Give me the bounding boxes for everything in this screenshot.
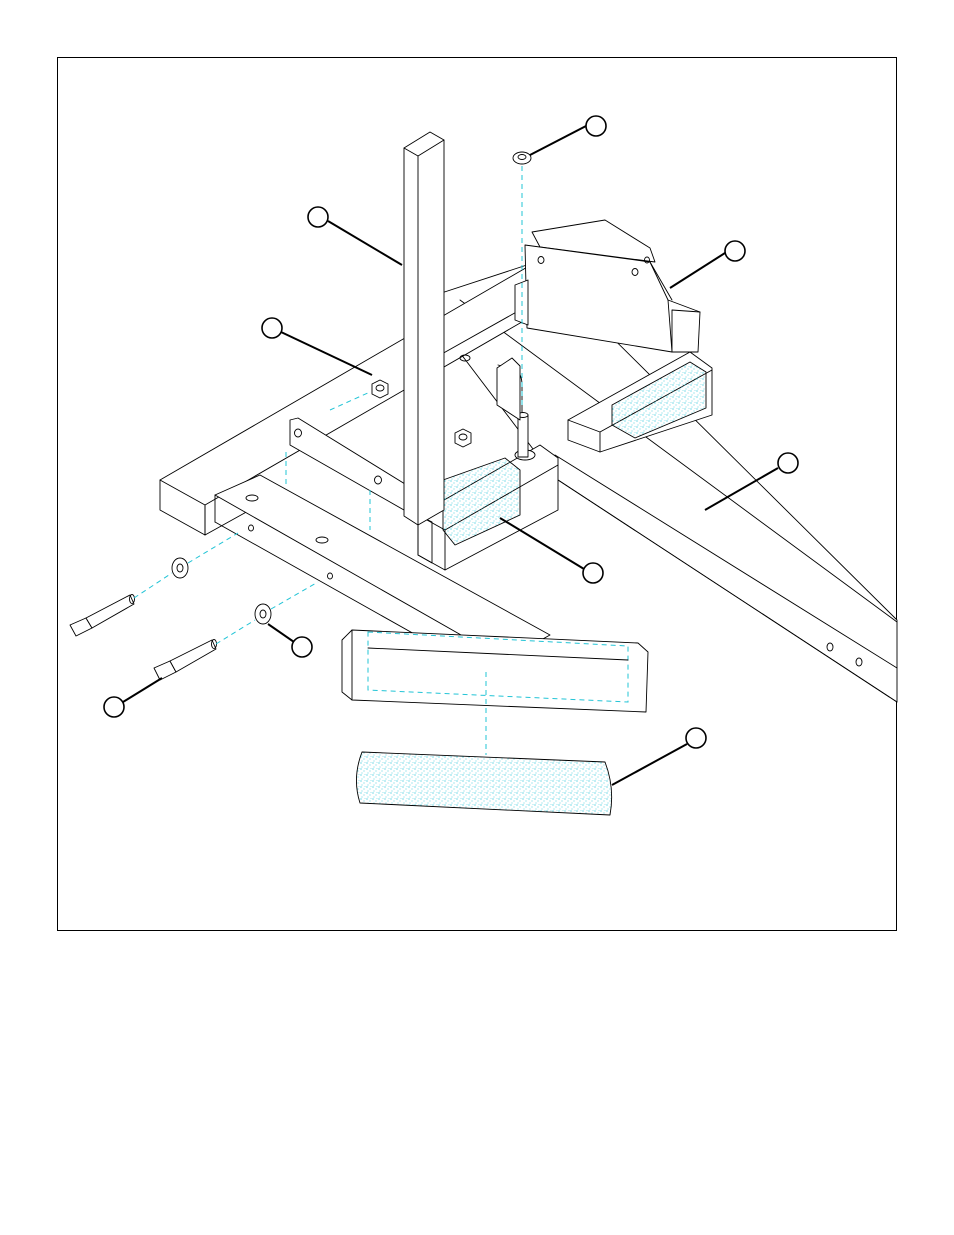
callout-bracket-assembly xyxy=(670,241,745,288)
callout-washer-top xyxy=(530,116,606,155)
upright-post xyxy=(404,132,444,525)
washer-lower xyxy=(255,604,271,624)
roller-tube xyxy=(342,630,648,712)
bolt-upper xyxy=(70,595,135,637)
nut-lower xyxy=(455,429,471,447)
callout-nut xyxy=(262,318,372,375)
callout-foam-sleeve xyxy=(612,728,706,785)
nut-upper xyxy=(372,380,388,398)
callout-bolt xyxy=(104,678,162,717)
bolt-lower xyxy=(154,640,217,681)
callout-foot-roller-pad xyxy=(500,518,603,583)
washer-upper xyxy=(172,558,188,578)
callout-washer xyxy=(268,624,312,657)
top-washer xyxy=(513,152,531,164)
foam-sleeve xyxy=(356,752,611,815)
callout-upright-post xyxy=(308,207,402,265)
